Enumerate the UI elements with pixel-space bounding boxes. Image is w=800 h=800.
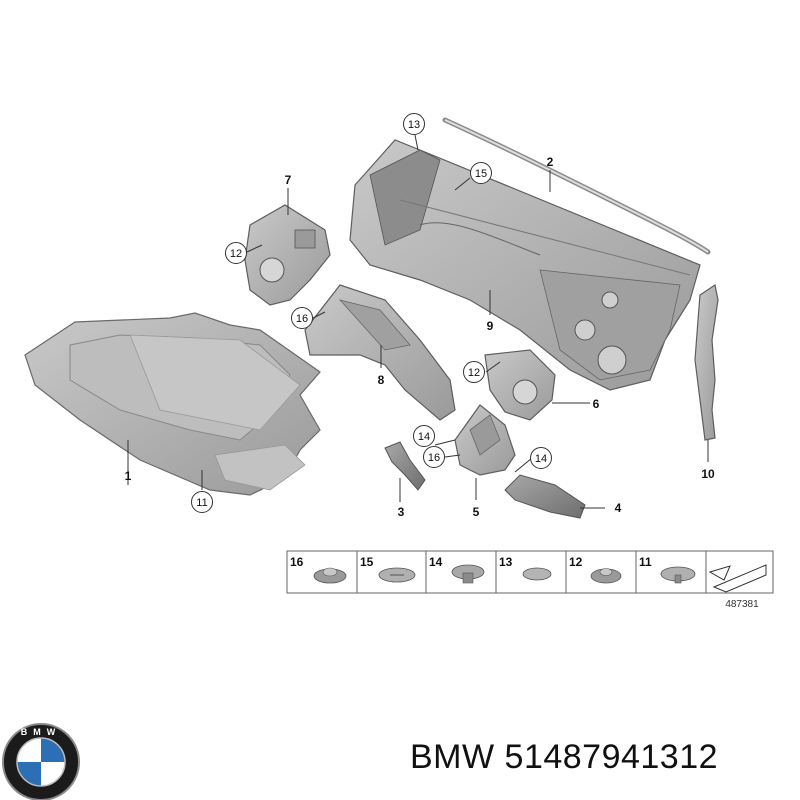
callout-12-mid: 12 xyxy=(463,361,485,383)
part-9-bulkhead xyxy=(349,139,701,391)
callout-14-left: 14 xyxy=(413,425,435,447)
part-number-title: BMW 51487941312 xyxy=(410,738,719,776)
label-part-3: 3 xyxy=(398,505,405,519)
part-5-insulation xyxy=(454,404,516,476)
part-7-bracket xyxy=(244,204,331,306)
part-1-insulation-panel xyxy=(24,312,321,496)
svg-text:11: 11 xyxy=(196,497,207,509)
callout-16-left: 16 xyxy=(291,307,313,329)
legend-cell-11: 11 xyxy=(639,555,696,584)
callout-14-right: 14 xyxy=(530,447,552,469)
svg-text:16: 16 xyxy=(428,452,440,464)
svg-text:11: 11 xyxy=(639,555,652,569)
callout-15-top: 15 xyxy=(470,162,492,184)
callout-12-left: 12 xyxy=(225,242,247,264)
part-8-insulation xyxy=(304,284,456,421)
callout-13-top: 13 xyxy=(403,113,425,135)
svg-text:16: 16 xyxy=(290,555,304,569)
svg-text:14: 14 xyxy=(429,555,443,569)
label-part-2: 2 xyxy=(547,155,554,169)
part-10-seal xyxy=(694,284,719,441)
svg-text:12: 12 xyxy=(468,367,480,379)
legend-cell-13: 13 xyxy=(499,555,552,581)
callout-16-mid: 16 xyxy=(423,446,445,468)
fastener-legend: 16 15 14 13 12 11 xyxy=(286,550,774,594)
svg-text:12: 12 xyxy=(569,555,583,569)
legend-cell-15: 15 xyxy=(360,555,416,583)
part-4-insulation xyxy=(504,474,586,519)
svg-text:14: 14 xyxy=(418,431,430,443)
legend-cell-12: 12 xyxy=(569,555,622,584)
bmw-logo: BMW xyxy=(2,723,80,800)
label-part-8: 8 xyxy=(378,373,385,387)
label-part-7: 7 xyxy=(285,173,292,187)
diagram-id: 487381 xyxy=(725,599,759,610)
svg-text:13: 13 xyxy=(408,119,420,131)
label-part-10: 10 xyxy=(701,467,715,481)
direction-arrow-icon xyxy=(708,564,767,593)
legend-cell-14: 14 xyxy=(429,555,485,584)
label-part-4: 4 xyxy=(615,501,622,515)
part-2-seal-highlight xyxy=(444,119,709,253)
svg-text:15: 15 xyxy=(360,555,374,569)
part-6-insulation xyxy=(484,349,556,421)
svg-text:16: 16 xyxy=(296,313,308,325)
label-part-5: 5 xyxy=(473,505,480,519)
bmw-logo-letters: BMW xyxy=(21,727,62,737)
svg-text:14: 14 xyxy=(535,453,547,465)
label-part-9: 9 xyxy=(487,319,494,333)
label-part-1: 1 xyxy=(125,469,132,483)
leader-lines xyxy=(127,134,709,509)
callout-11-bottom: 11 xyxy=(191,491,213,513)
legend-cell-16: 16 xyxy=(290,555,347,584)
svg-text:13: 13 xyxy=(499,555,513,569)
part-3-bracket xyxy=(384,441,426,491)
svg-text:15: 15 xyxy=(475,168,487,180)
label-part-6: 6 xyxy=(593,397,600,411)
svg-text:12: 12 xyxy=(230,248,242,260)
